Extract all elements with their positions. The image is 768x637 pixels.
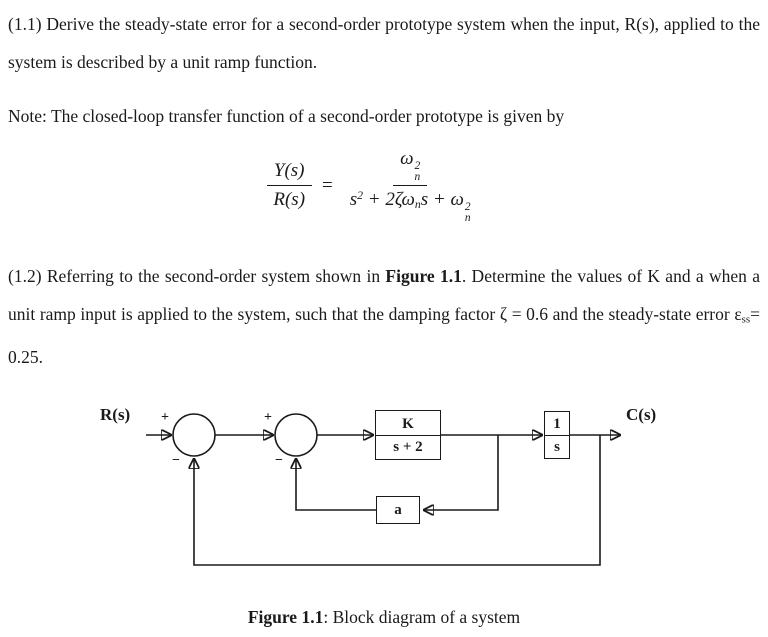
note-text: Note: The closed-loop transfer function …: [8, 106, 565, 126]
q12-text-part2: . Determine the values of K and a when a…: [8, 265, 760, 324]
gain-block-k: K s + 2: [375, 410, 441, 461]
sum1-minus-sign: −: [172, 453, 180, 469]
k-block-denominator: s + 2: [393, 438, 423, 455]
figure-caption-label: Figure 1.1: [247, 607, 324, 628]
s-term: s: [349, 189, 358, 211]
wire-tap-to-feedback-a: [424, 435, 499, 510]
wire-feedback-a-to-sum2: [296, 459, 376, 512]
output-signal-label: C(s): [626, 405, 657, 425]
subscript-n: n: [414, 198, 421, 212]
formula-lhs-numerator: Y(s): [266, 159, 312, 187]
subscript-n: n: [464, 212, 471, 225]
sum2-plus-sign: +: [264, 410, 272, 426]
q12-text-part1: (1.2) Referring to the second-order syst…: [8, 265, 386, 286]
superscript-2: 2: [357, 189, 364, 203]
integrator-denominator: s: [554, 438, 560, 455]
epsilon-subscript-ss: ss: [741, 313, 751, 326]
problem-1-1-text: (1.1) Derive the steady-state error for …: [8, 14, 760, 72]
formula-lhs-fraction: Y(s) R(s): [266, 159, 312, 213]
sum1-plus-sign: +: [161, 410, 169, 426]
sum-junction-2: [274, 413, 318, 458]
problem-1-2-text: (1.2) Referring to the second-order syst…: [8, 257, 760, 377]
wire-outer-feedback-to-sum1: [194, 435, 601, 567]
feedback-block-a: a: [376, 496, 420, 525]
figure-reference: Figure 1.1: [385, 265, 462, 286]
figure-caption-text: : Block diagram of a system: [323, 607, 521, 628]
epsilon-symbol: ε: [734, 303, 742, 324]
superscript-2: 2: [414, 159, 421, 172]
plus-2-zeta-omega-term: + 2ζω: [363, 189, 415, 211]
formula-lhs-denominator: R(s): [273, 189, 306, 211]
q12-text-part3: = 0.25.: [8, 303, 760, 368]
superscript-2: 2: [464, 200, 471, 213]
omega-symbol: ω: [400, 148, 414, 169]
s-plus-omega-term: s + ω: [420, 189, 464, 211]
input-signal-label: R(s): [100, 405, 131, 425]
equals-sign: =: [322, 174, 333, 196]
sum2-minus-sign: −: [275, 453, 283, 469]
figure-caption: Figure 1.1: Block diagram of a system: [8, 607, 760, 628]
block-diagram: R(s) C(s) + − + − K s + 2 1 s a: [8, 398, 760, 583]
subscript-n: n: [414, 170, 421, 183]
integrator-block: 1 s: [544, 411, 570, 460]
integrator-numerator: 1: [545, 414, 569, 436]
sum-junction-1: [172, 413, 216, 458]
diagram-wires: [146, 413, 760, 567]
k-block-numerator: K: [376, 414, 440, 436]
